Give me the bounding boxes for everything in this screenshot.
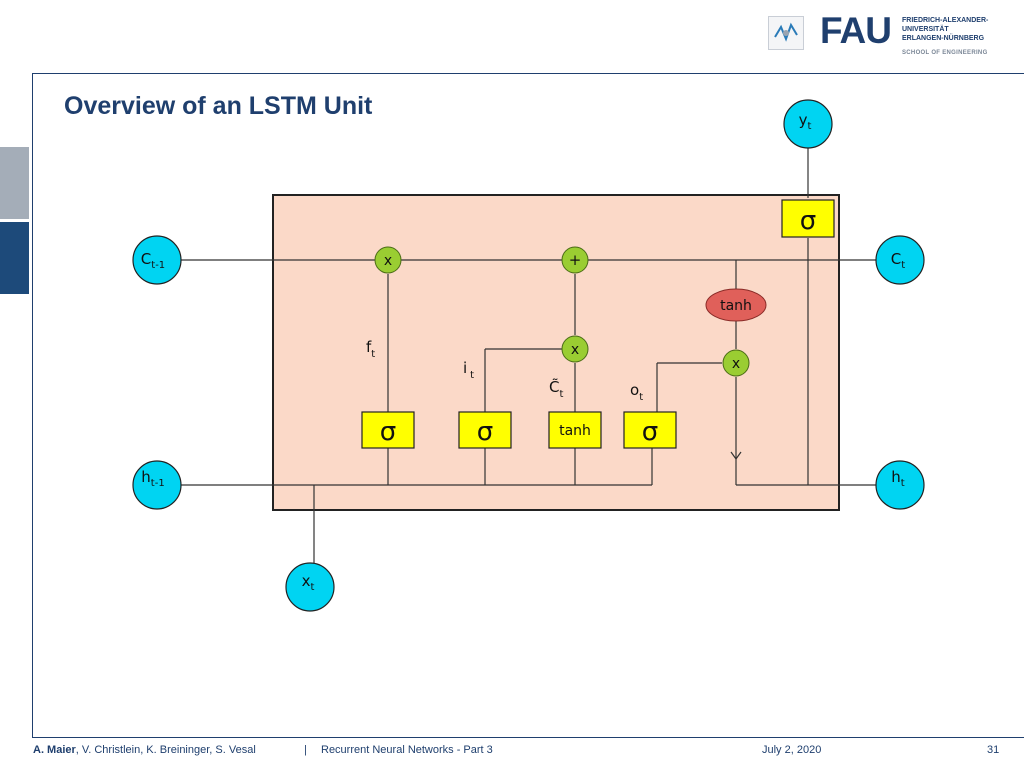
- footer-authors: A. Maier, V. Christlein, K. Breininger, …: [33, 744, 256, 756]
- svg-text:x: x: [571, 342, 579, 358]
- faculty-logo-icon: [768, 16, 804, 50]
- footer-date: July 2, 2020: [762, 744, 822, 756]
- slide-frame-bottom: [32, 737, 1024, 738]
- forget-gate-label: ft: [366, 338, 375, 360]
- h-prev-node: ht-1: [132, 460, 182, 510]
- svg-text:σ: σ: [642, 417, 658, 447]
- x-input-node: xt: [285, 562, 335, 612]
- output-gate: σ: [623, 411, 677, 449]
- svg-text:tanh: tanh: [559, 423, 591, 439]
- output-gate-label: ot: [630, 381, 643, 403]
- svg-text:x: x: [732, 356, 740, 372]
- section-tab-active[interactable]: [0, 222, 29, 294]
- svg-text:σ: σ: [800, 206, 816, 236]
- h-next-node: ht: [875, 460, 925, 510]
- school-name: SCHOOL OF ENGINEERING: [902, 50, 988, 56]
- candidate-gate: tanh: [548, 411, 602, 449]
- svg-text:σ: σ: [477, 417, 493, 447]
- section-tab-inactive[interactable]: [0, 147, 29, 219]
- y-output-gate: σ: [781, 199, 835, 238]
- c-next-node: Ct: [875, 235, 925, 285]
- page-number: 31: [987, 744, 1000, 756]
- university-name: FRIEDRICH-ALEXANDER- UNIVERSITÄT ERLANGE…: [902, 17, 989, 42]
- cell-add-node: +: [561, 246, 589, 274]
- svg-text:yt: yt: [799, 111, 812, 132]
- slide-frame-left: [32, 73, 33, 738]
- svg-text:ht: ht: [891, 468, 905, 489]
- cell-tanh-node: tanh: [705, 288, 767, 322]
- output-multiply-node: x: [722, 349, 750, 377]
- svg-text:x: x: [384, 253, 392, 269]
- connection-lines: [180, 148, 877, 565]
- lstm-cell-box: [272, 194, 840, 511]
- svg-text:Ct-1: Ct-1: [141, 250, 165, 271]
- forget-gate: σ: [361, 411, 415, 449]
- y-output-node: yt: [783, 99, 833, 149]
- fau-wordmark: FAU: [820, 10, 892, 51]
- footer-course: Recurrent Neural Networks - Part 3: [321, 744, 493, 756]
- input-gate: σ: [458, 411, 512, 449]
- arrow-icon: [730, 451, 742, 461]
- svg-text:σ: σ: [380, 417, 396, 447]
- input-multiply-node: x: [561, 335, 589, 363]
- c-prev-node: Ct-1: [132, 235, 182, 285]
- slide-frame-top: [32, 73, 1024, 74]
- svg-text:Ct: Ct: [891, 250, 905, 271]
- slide-title: Overview of an LSTM Unit: [64, 92, 373, 120]
- svg-text:xt: xt: [302, 572, 315, 593]
- svg-text:tanh: tanh: [720, 298, 752, 314]
- footer-separator: |: [304, 744, 307, 756]
- svg-text:ht-1: ht-1: [141, 468, 164, 489]
- forget-multiply-node: x: [374, 246, 402, 274]
- svg-text:+: +: [569, 251, 582, 269]
- candidate-label: C̃t: [549, 377, 563, 400]
